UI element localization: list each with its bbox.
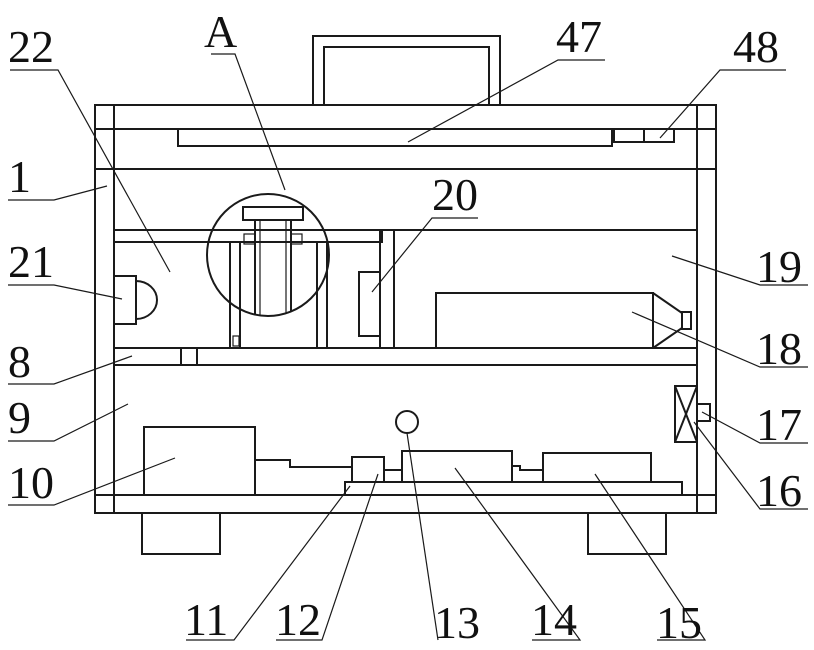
lid-plate <box>178 129 612 146</box>
control-chip <box>402 451 512 482</box>
battery-block <box>144 427 255 495</box>
callout-9: 9 <box>8 392 31 443</box>
partition-wall <box>380 230 394 348</box>
right-foot <box>588 513 666 554</box>
switch-chip <box>352 457 384 482</box>
cylinder-assembly <box>230 242 327 348</box>
detail-A-contents <box>243 207 303 346</box>
wire-left <box>255 460 352 467</box>
indicator-light <box>396 411 418 433</box>
wire-mid <box>384 451 402 470</box>
callout-1: 1 <box>8 151 31 202</box>
wire-right <box>512 466 543 470</box>
upper-shelf <box>114 230 382 242</box>
circuit-board <box>345 482 682 495</box>
left-foot <box>142 513 220 554</box>
lens <box>136 281 157 319</box>
callout-19: 19 <box>756 241 802 292</box>
callout-48: 48 <box>733 21 779 72</box>
callout-21: 21 <box>8 236 54 287</box>
callout-8: 8 <box>8 336 31 387</box>
carry-handle-inner <box>324 47 489 106</box>
callout-A: A <box>204 6 237 57</box>
callout-13: 13 <box>434 597 480 648</box>
middle-board <box>114 348 697 365</box>
detail-circle-A <box>207 194 329 316</box>
side-pad <box>359 272 380 336</box>
callout-18: 18 <box>756 323 802 374</box>
callout-17: 17 <box>756 399 802 450</box>
callout-47: 47 <box>556 11 602 62</box>
callout-22: 22 <box>8 21 54 72</box>
callout-14: 14 <box>531 594 577 645</box>
callout-15: 15 <box>656 597 702 648</box>
callout-10: 10 <box>8 457 54 508</box>
lens-mount <box>114 276 136 324</box>
callout-16: 16 <box>756 465 802 516</box>
callout-20: 20 <box>432 169 478 220</box>
callout-11: 11 <box>184 594 228 645</box>
callout-12: 12 <box>275 594 321 645</box>
